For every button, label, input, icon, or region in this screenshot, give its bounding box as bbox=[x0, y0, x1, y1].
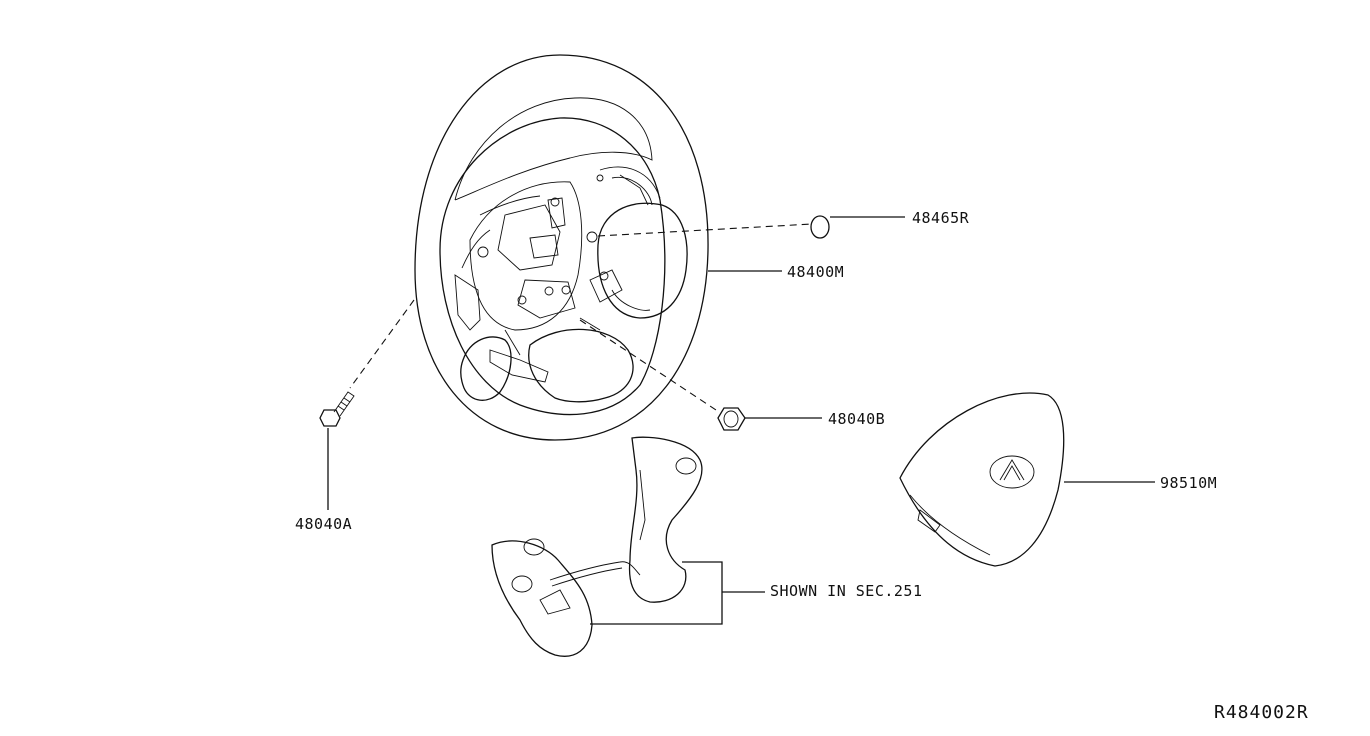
bolt-48040A-drawing bbox=[319, 391, 355, 427]
leader-48040B bbox=[579, 319, 717, 411]
part-label-48400M[interactable]: 48400M bbox=[787, 263, 844, 281]
reference-bracket bbox=[590, 561, 765, 625]
part-label-98510M[interactable]: 98510M bbox=[1160, 474, 1217, 492]
steering-wheel-drawing bbox=[414, 54, 709, 441]
nut-48040B-drawing bbox=[717, 407, 746, 431]
part-label-48465R[interactable]: 48465R bbox=[912, 209, 970, 227]
part-label-48040A[interactable]: 48040A bbox=[295, 515, 352, 533]
cap-48465R-drawing bbox=[810, 215, 830, 239]
switch-assembly-drawing bbox=[491, 436, 703, 657]
leader-48465R bbox=[597, 223, 813, 237]
leader-48040A bbox=[349, 299, 415, 389]
part-label-48040B[interactable]: 48040B bbox=[828, 410, 885, 428]
reference-note: SHOWN IN SEC.251 bbox=[770, 582, 923, 600]
diagram-id: R484002R bbox=[1214, 702, 1309, 723]
airbag-module-drawing bbox=[899, 392, 1065, 567]
